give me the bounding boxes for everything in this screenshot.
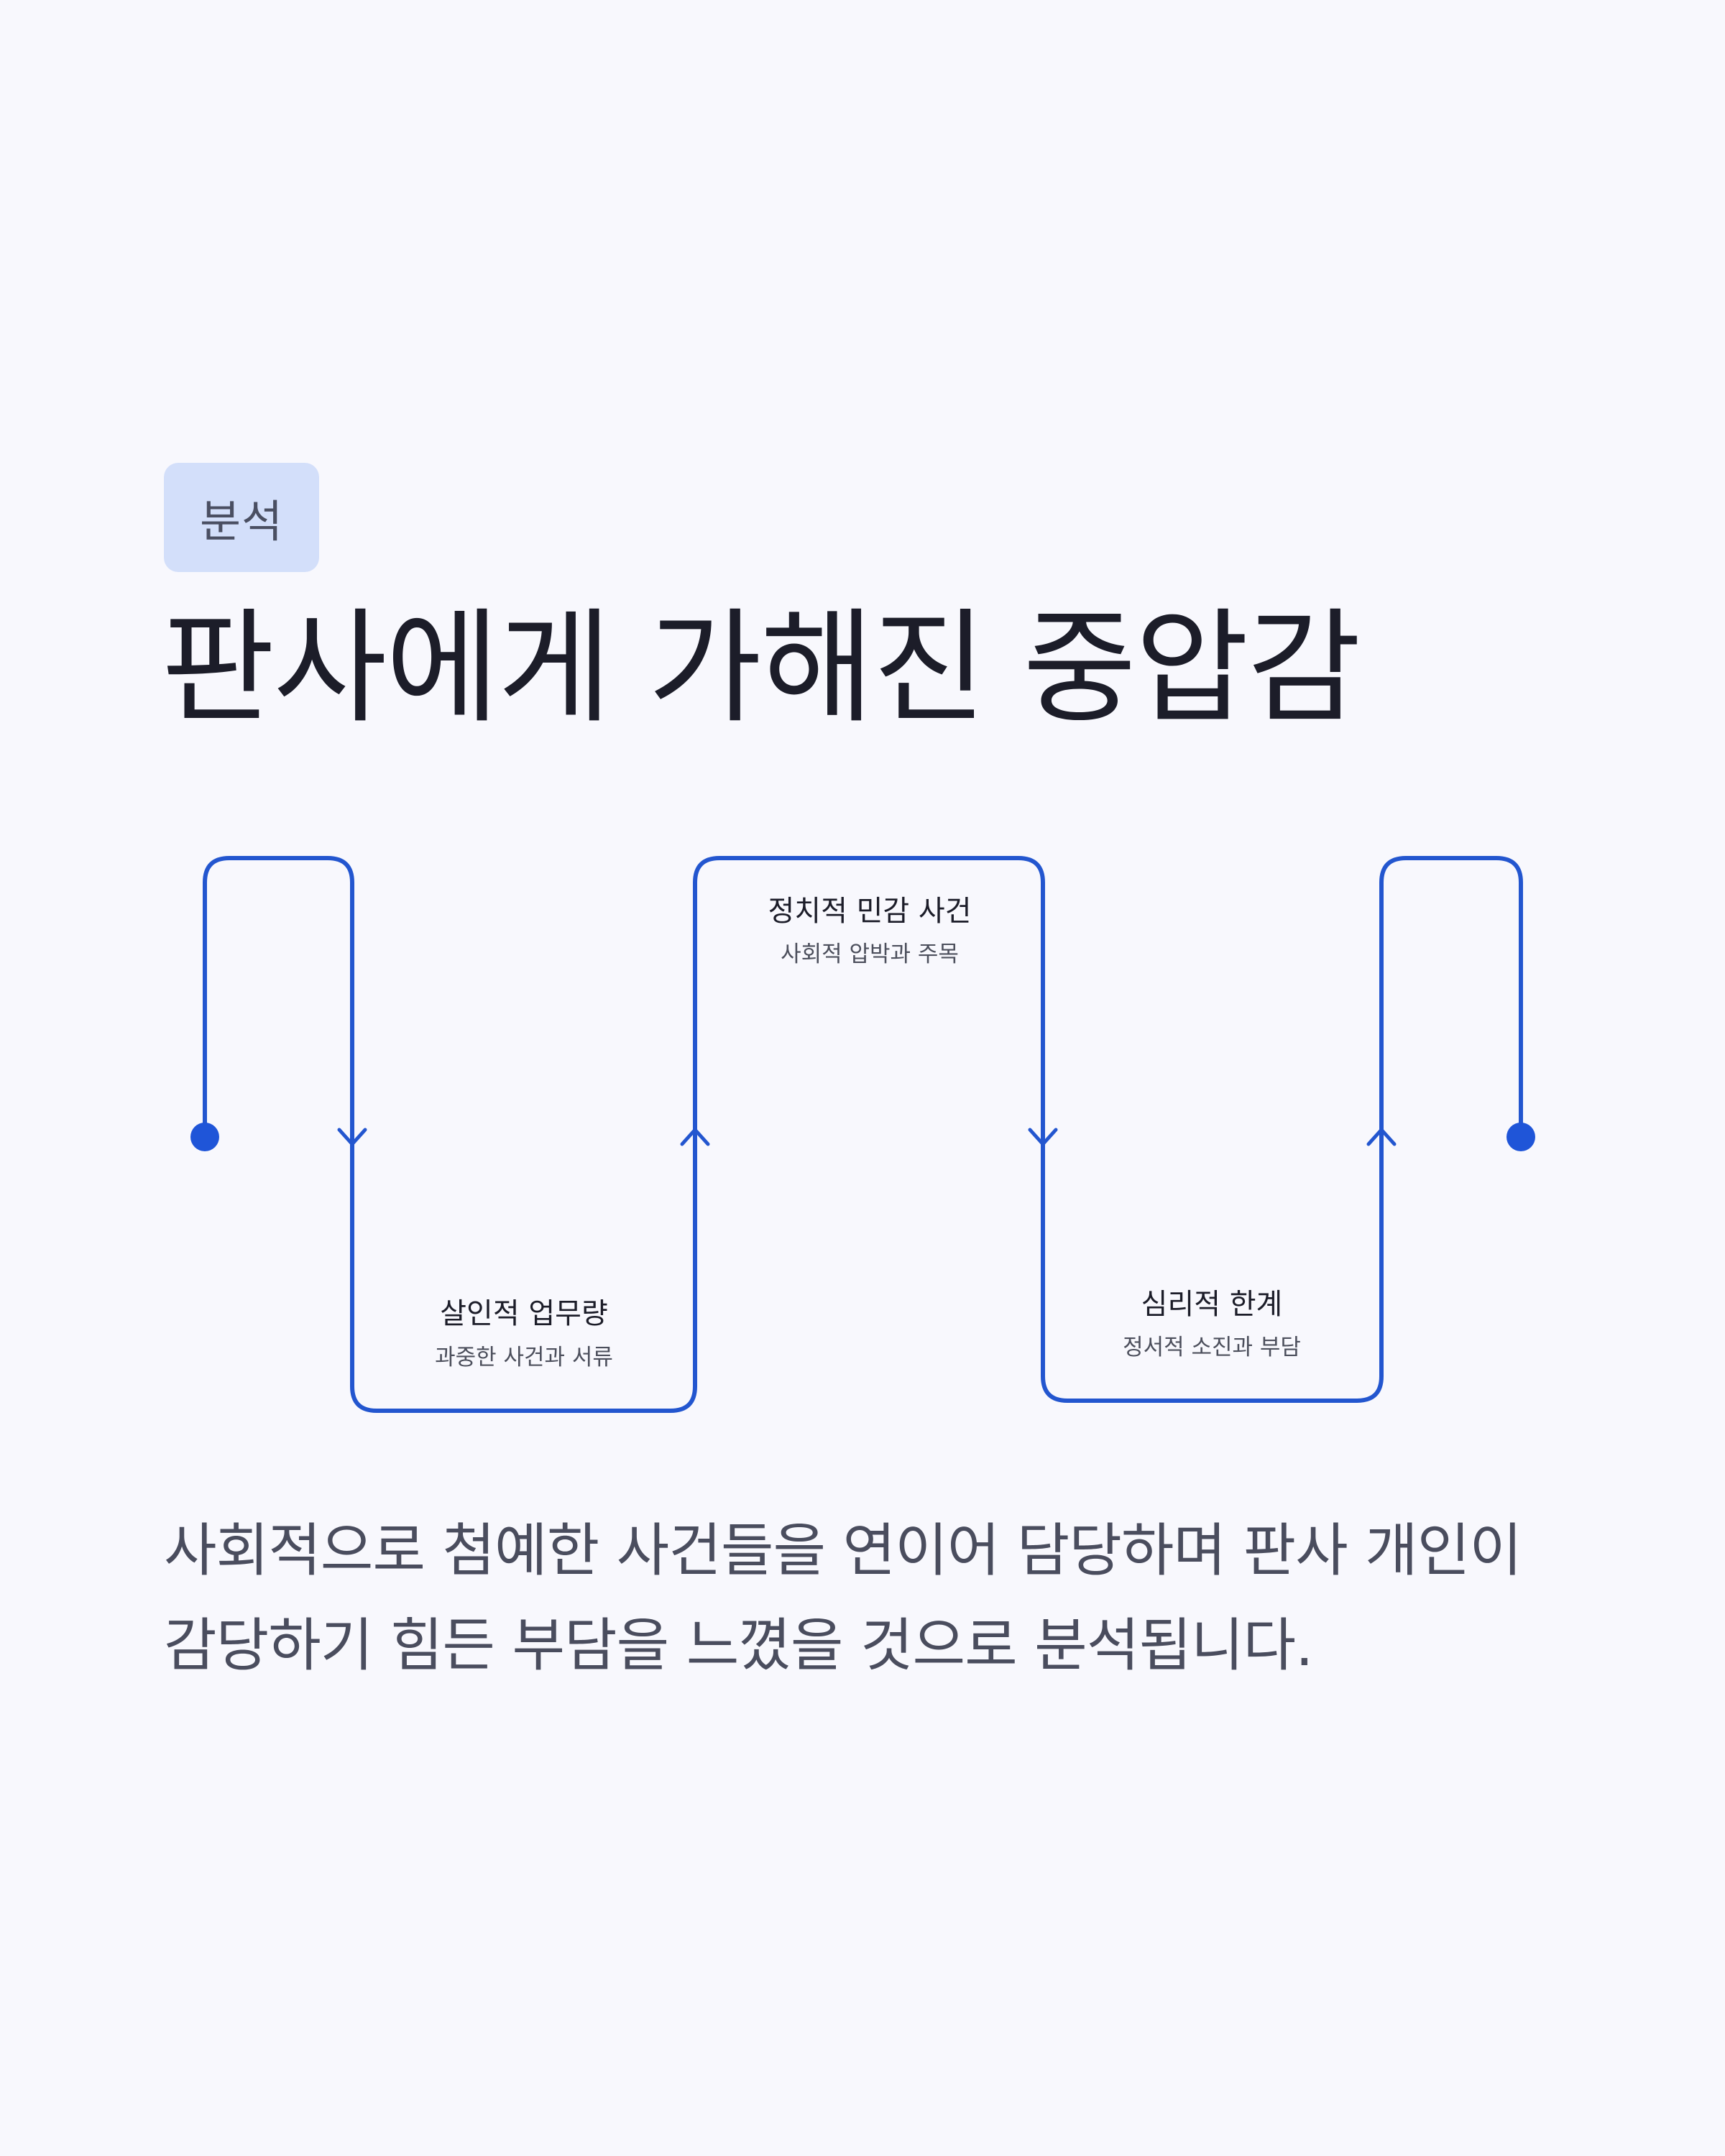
summary-text: 사회적으로 첨예한 사건들을 연이어 담당하며 판사 개인이 감당하기 힘든 부… bbox=[164, 1503, 1601, 1693]
end-point bbox=[1506, 1123, 1535, 1151]
arrow-down-icon bbox=[337, 1128, 367, 1146]
arrow-up-icon bbox=[1366, 1128, 1397, 1146]
arrow-up-icon bbox=[680, 1128, 710, 1146]
step-subtitle-psychological-limit: 정서적 소진과 부담 bbox=[1123, 1335, 1301, 1360]
category-badge: 분석 bbox=[164, 463, 319, 572]
step-subtitle-workload: 과중한 사건과 서류 bbox=[435, 1345, 613, 1370]
summary-line-2: 감당하기 힘든 부담을 느꼈을 것으로 분석됩니다. bbox=[164, 1612, 1314, 1679]
start-point bbox=[190, 1123, 219, 1151]
page-title: 판사에게 가해진 중압감 bbox=[161, 596, 1361, 740]
step-title-political-cases: 정치적 민감 사건 bbox=[768, 895, 971, 928]
step-title-psychological-limit: 심리적 한계 bbox=[1141, 1288, 1283, 1321]
summary-line-1: 사회적으로 첨예한 사건들을 연이어 담당하며 판사 개인이 bbox=[164, 1517, 1522, 1584]
arrow-down-icon bbox=[1028, 1128, 1058, 1146]
flow-line bbox=[203, 856, 1523, 1413]
step-subtitle-political-cases: 사회적 압박과 주목 bbox=[781, 941, 959, 967]
step-title-workload: 살인적 업무량 bbox=[440, 1297, 608, 1330]
